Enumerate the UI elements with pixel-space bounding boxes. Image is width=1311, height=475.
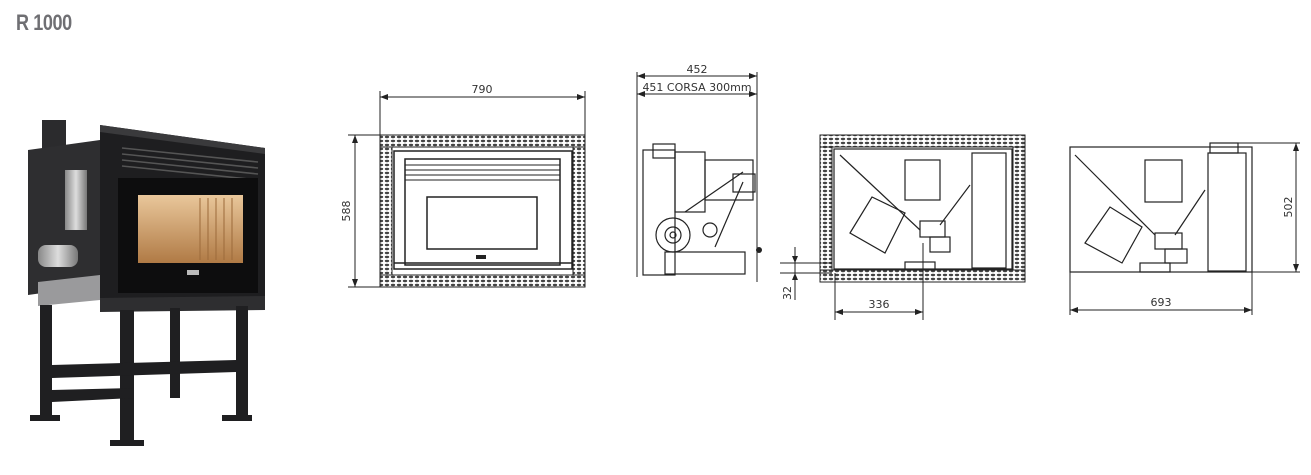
front-width-label: 790 (472, 83, 493, 96)
front-view-drawing: 790 588 (340, 83, 586, 288)
side-view-drawing: 452 451 CORSA 300mm (636, 63, 762, 282)
side-depth-label: 452 (687, 63, 708, 76)
side-travel-label: 451 CORSA 300mm (642, 81, 751, 94)
front-height-label: 588 (340, 201, 353, 222)
top-width-label: 693 (1151, 296, 1172, 309)
page-title: R 1000 (16, 10, 72, 35)
top-depth-label: 502 (1282, 197, 1295, 218)
top-installed-view-drawing: 32 336 (780, 134, 1026, 320)
top-view-drawing: 502 693 (1069, 142, 1300, 315)
product-photo (28, 120, 265, 446)
offset-label: 32 (781, 286, 794, 300)
flue-offset-label: 336 (869, 298, 890, 311)
